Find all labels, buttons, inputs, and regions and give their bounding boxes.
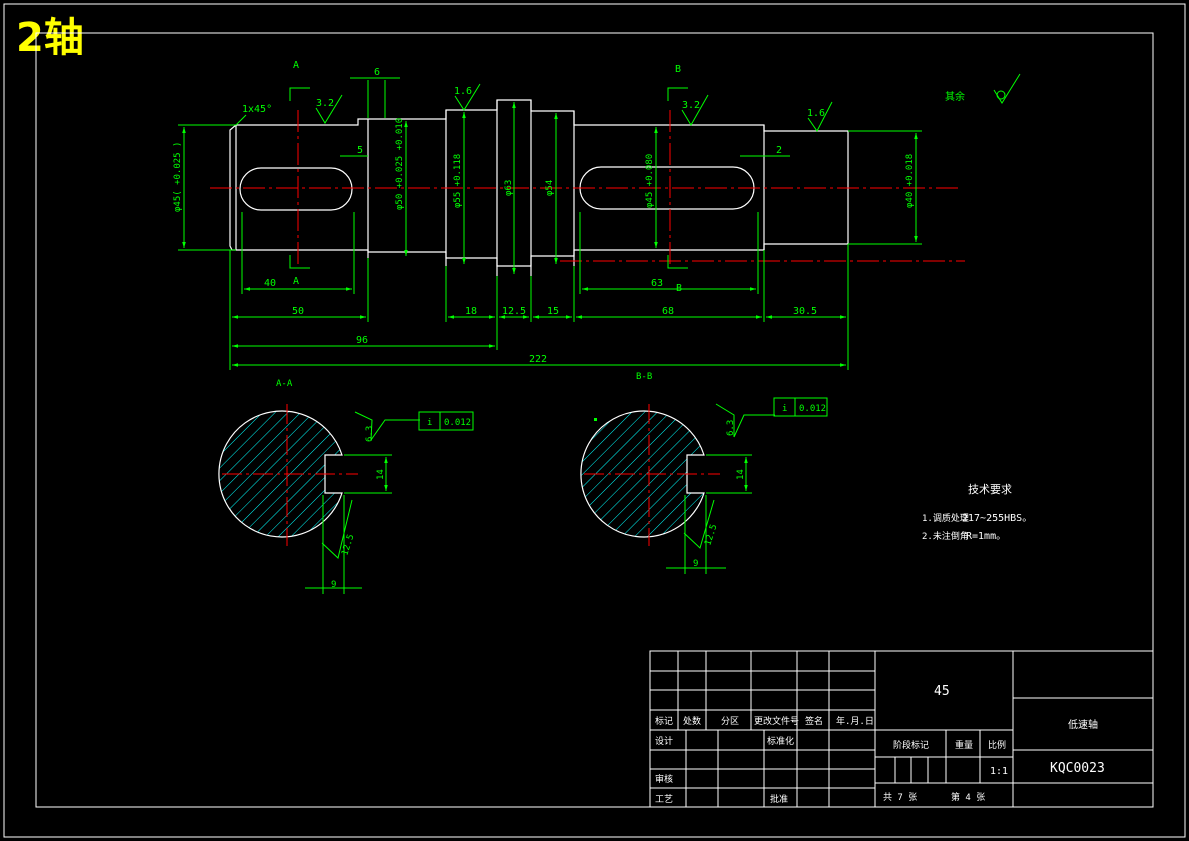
aa-key-width: 9 [331,580,336,590]
inner-border [35,32,1154,808]
outer-border [3,3,1186,838]
aa-key-depth: 14 [376,469,386,480]
len-50: 50 [292,306,304,317]
dia-54: φ54 [545,180,555,196]
tb-sheet-no: 第 4 张 [951,791,985,803]
roughness-label-2: 1.6 [454,86,472,97]
bb-tol-symbol: i [782,404,787,414]
chamfer-label: 1x45° [242,104,272,115]
len-12-5: 12.5 [502,306,526,317]
dim-2: 2 [776,145,782,156]
section-bb: 6.3 14 12.5 9 i 0.012 B-B [580,372,828,574]
dia-45-right: φ45 +0.080 [645,154,655,208]
drawing-title: 2轴 [16,15,84,61]
len-40: 40 [264,278,276,289]
centerlines [210,110,965,265]
section-markers [289,87,688,269]
tb-designer: 设计 [655,735,673,747]
tb-scale-value: 1:1 [990,766,1008,777]
roughness-label-3: 3.2 [682,100,700,111]
notes-line2-label: 2.未注倒角 [922,530,969,542]
tb-reviewer: 审核 [655,773,673,785]
notes-line2-value: R=1mm。 [966,531,1006,542]
dia-55: φ55 +0.118 [453,154,463,208]
len-222: 222 [529,354,547,365]
len-18: 18 [465,306,477,317]
len-68: 68 [662,306,674,317]
notes-line1-label: 1.调质处理 [922,512,969,524]
tb-material: 45 [934,684,950,699]
tb-header-changefile: 更改文件号 [754,715,799,727]
notes-line1-value: 217~255HBS。 [962,513,1032,524]
len-15: 15 [547,306,559,317]
bb-tol-value: 0.012 [799,404,826,414]
notes-heading: 技术要求 [968,483,1012,496]
tb-weight: 重量 [955,739,973,751]
aa-label: A-A [276,379,293,389]
aa-tol-value: 0.012 [444,418,471,428]
tb-drawing-no: KQC0023 [1050,761,1105,776]
aa-roughness: 6.3 [365,426,375,442]
length-dim-lines [229,212,849,370]
general-roughness-label: 其余 [945,90,965,103]
bb-key-width: 9 [693,559,698,569]
bb-key-depth: 14 [736,469,746,480]
dia-45-left: φ45( +0.025 ) [173,142,183,212]
len-30-5: 30.5 [793,306,817,317]
section-aa: 6.3 14 12.5 9 i 0.012 A-A [218,379,474,594]
dia-63: φ63 [504,180,514,196]
dim-6: 6 [374,67,380,78]
len-96: 96 [356,335,368,346]
bb-roughness: 6.3 [726,420,736,436]
section-b-top: B [675,64,681,75]
technical-notes: 技术要求 1.调质处理 217~255HBS。 2.未注倒角 R=1mm。 [922,483,1032,542]
small-dimension-lines [235,77,790,157]
section-a-top: A [293,60,299,71]
dia-40: φ40 +0.018 [905,154,915,208]
len-63: 63 [651,278,663,289]
tb-header-zone: 分区 [721,716,739,727]
roughness-label-4: 1.6 [807,108,825,119]
bb-label: B-B [636,372,652,382]
tb-part-name: 低速轴 [1068,718,1098,731]
tb-approve: 批准 [770,793,788,805]
aa-tol-symbol: i [427,418,432,428]
tb-stage-mark: 阶段标记 [893,739,929,751]
tb-standardize: 标准化 [767,735,794,747]
tb-scale-label: 比例 [988,739,1006,751]
tb-sheets: 共 7 张 [883,792,917,803]
dia-50: φ50 +0.025 +0.010 [395,118,405,210]
roughness-symbols [315,73,1021,132]
keyway-left [239,167,353,211]
section-a-bottom: A [293,276,299,287]
dim-5: 5 [357,145,363,156]
diameter-dim-lines [178,102,922,274]
title-block [649,650,1154,808]
tb-header-signature: 签名 [805,715,823,727]
tb-header-count: 处数 [683,715,701,727]
tb-header-mark: 标记 [655,715,673,727]
roughness-label-1: 3.2 [316,98,334,109]
tb-process: 工艺 [655,794,673,805]
tb-header-date: 年.月.日 [836,715,874,727]
